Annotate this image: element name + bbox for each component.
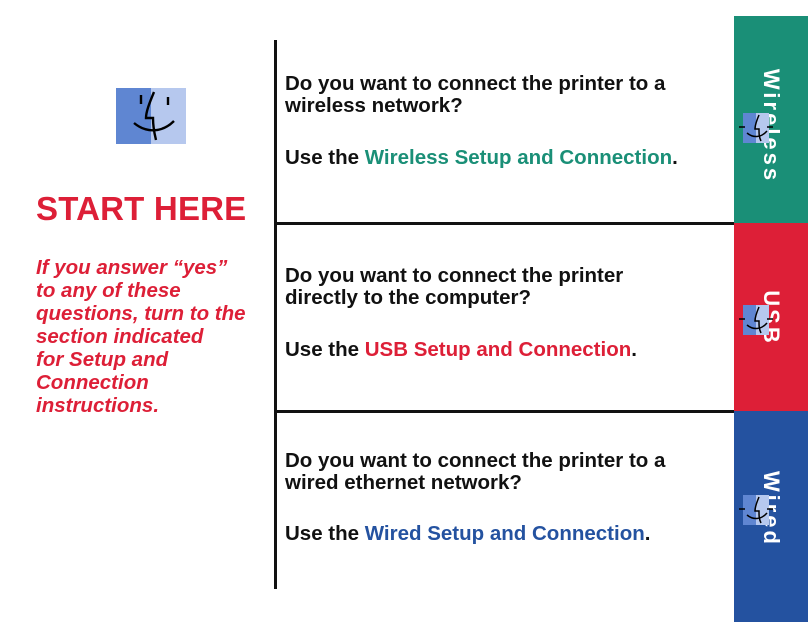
- wired-question: Do you want to connect the printer to a …: [285, 450, 725, 494]
- section-divider: [277, 410, 734, 413]
- use-suffix: .: [672, 146, 678, 169]
- wired-use-line: Use the Wired Setup and Connection.: [285, 522, 650, 546]
- question-line: Do you want to connect the printer: [285, 264, 624, 287]
- instruction-line: section indicated: [36, 325, 204, 348]
- start-here-title: START HERE: [36, 190, 247, 227]
- wireless-use-line: Use the Wireless Setup and Connection.: [285, 146, 678, 170]
- instruction-line: questions, turn to the: [36, 302, 246, 325]
- tab-wireless[interactable]: Wireless: [734, 16, 808, 223]
- use-prefix: Use the: [285, 522, 365, 545]
- tab-wired[interactable]: Wired: [734, 411, 808, 622]
- finder-face-icon: [739, 305, 773, 335]
- use-prefix: Use the: [285, 338, 365, 361]
- question-line: wired ethernet network?: [285, 471, 522, 494]
- question-line: Do you want to connect the printer to a: [285, 72, 666, 95]
- usb-setup-link[interactable]: USB Setup and Connection: [364, 338, 632, 361]
- instruction-line: instructions.: [36, 394, 160, 417]
- section-divider: [277, 222, 734, 225]
- usb-question: Do you want to connect the printer direc…: [285, 265, 725, 309]
- wired-setup-link[interactable]: Wired Setup and Connection: [364, 522, 645, 545]
- instruction-line: Connection: [36, 371, 149, 394]
- use-suffix: .: [631, 338, 637, 361]
- start-here-instructions: If you answer “yes” to any of these ques…: [36, 256, 276, 417]
- instruction-line: If you answer “yes”: [36, 256, 228, 279]
- instruction-line: to any of these: [36, 279, 181, 302]
- question-line: wireless network?: [285, 94, 463, 117]
- usb-use-line: Use the USB Setup and Connection.: [285, 338, 637, 362]
- finder-face-icon: [739, 495, 773, 525]
- vertical-divider: [274, 40, 277, 589]
- use-suffix: .: [644, 522, 651, 545]
- instruction-line: for Setup and: [36, 348, 169, 371]
- wireless-setup-link[interactable]: Wireless Setup and Connection: [364, 146, 673, 169]
- wireless-question: Do you want to connect the printer to a …: [285, 73, 725, 117]
- question-line: Do you want to connect the printer to a: [285, 449, 666, 472]
- finder-face-icon: [739, 113, 773, 143]
- finder-face-icon: [116, 88, 186, 144]
- tab-usb[interactable]: USB: [734, 223, 808, 411]
- question-line: directly to the computer?: [285, 286, 532, 309]
- use-prefix: Use the: [285, 146, 365, 169]
